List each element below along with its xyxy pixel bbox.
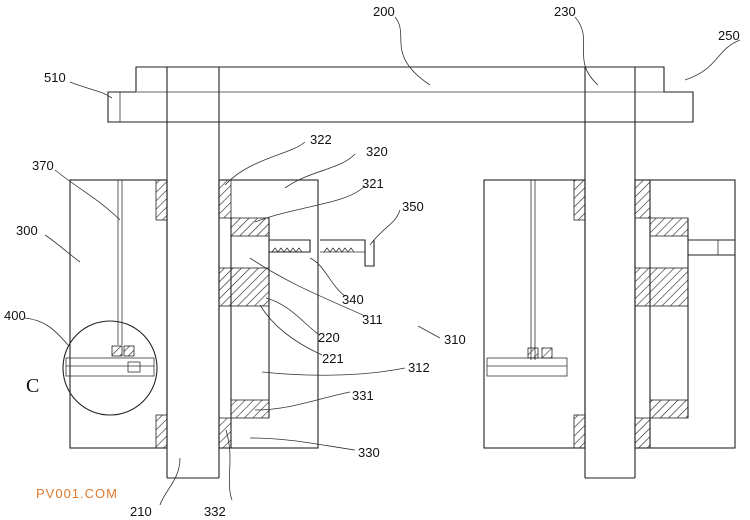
label-230: 230 xyxy=(554,4,576,19)
center-section xyxy=(218,179,375,449)
top-plate xyxy=(107,66,694,123)
leader-lines xyxy=(24,16,741,506)
label-332: 332 xyxy=(204,504,226,519)
right-inner-section xyxy=(634,179,736,449)
label-210: 210 xyxy=(130,504,152,519)
label-250: 250 xyxy=(718,28,740,43)
label-331: 331 xyxy=(352,388,374,403)
detail-circle-c xyxy=(62,320,158,416)
label-311: 311 xyxy=(362,312,383,327)
right-mold-block xyxy=(483,179,586,449)
right-pillar xyxy=(584,67,636,479)
label-312: 312 xyxy=(408,360,430,375)
left-pillar xyxy=(166,67,220,479)
label-220: 220 xyxy=(318,330,340,345)
label-321: 321 xyxy=(362,176,384,191)
label-221: 221 xyxy=(322,351,344,366)
label-330: 330 xyxy=(358,445,380,460)
label-322: 322 xyxy=(310,132,332,147)
watermark: PV001.COM xyxy=(36,486,118,501)
label-300: 300 xyxy=(16,223,38,238)
label-200: 200 xyxy=(373,4,395,19)
label-350: 350 xyxy=(402,199,424,214)
label-370: 370 xyxy=(32,158,54,173)
label-340: 340 xyxy=(342,292,364,307)
label-400: 400 xyxy=(4,308,26,323)
detail-label-c: C xyxy=(26,375,39,397)
left-mold-block xyxy=(69,179,168,449)
label-510: 510 xyxy=(44,70,66,85)
label-320: 320 xyxy=(366,144,388,159)
label-310: 310 xyxy=(444,332,466,347)
